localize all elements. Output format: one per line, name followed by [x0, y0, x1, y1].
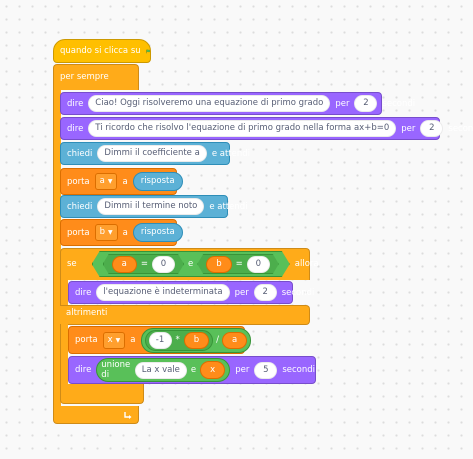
- forever-top[interactable]: per sempre: [53, 64, 139, 90]
- ask-text-input[interactable]: Dimmi il termine noto: [97, 198, 205, 215]
- loop-arrow-icon: [124, 412, 132, 419]
- join-operator[interactable]: unione di La x vale e x: [96, 358, 231, 382]
- say-for-label: per: [401, 123, 416, 134]
- then-label: allora: [294, 259, 319, 269]
- seconds-label: secondi: [382, 98, 416, 109]
- else-arm: [60, 324, 68, 384]
- set-to-label: a: [130, 335, 136, 345]
- equals-operator-a[interactable]: a = 0: [103, 254, 184, 274]
- and-label: e: [188, 259, 194, 269]
- join-label: unione di: [101, 360, 131, 380]
- seconds-input[interactable]: 5: [254, 361, 278, 379]
- say-text-input[interactable]: Ti ricordo che risolvo l'equazione di pr…: [88, 120, 397, 137]
- seconds-input[interactable]: 2: [420, 120, 444, 137]
- variable-name: b: [99, 227, 106, 237]
- variable-reporter-x[interactable]: x: [200, 361, 226, 379]
- ask-wait-label: e attendi: [211, 148, 251, 159]
- compare-value-input[interactable]: 0: [247, 256, 270, 273]
- equals-sign: =: [140, 259, 149, 269]
- chevron-down-icon: ▼: [108, 229, 113, 236]
- say-block-2[interactable]: dire Ti ricordo che risolvo l'equazione …: [60, 117, 473, 140]
- answer-reporter[interactable]: risposta: [132, 223, 183, 242]
- forever-bottom[interactable]: [53, 406, 139, 424]
- chevron-down-icon: ▼: [115, 336, 121, 344]
- equals-operator-b[interactable]: b = 0: [197, 254, 279, 274]
- say-verb: dire: [67, 123, 84, 134]
- variable-reporter-a[interactable]: a: [112, 256, 137, 273]
- ask-block-1[interactable]: chiedi Dimmi il coefficiente a e attendi: [60, 142, 250, 165]
- answer-reporter[interactable]: risposta: [132, 172, 183, 191]
- say-block-3[interactable]: dire l'equazione è indeterminata per 2 s…: [68, 281, 314, 304]
- seconds-input[interactable]: 2: [354, 95, 378, 112]
- chevron-down-icon: ▼: [107, 178, 113, 185]
- set-to-label: a: [122, 227, 128, 238]
- say-verb: dire: [75, 287, 92, 298]
- else-bar[interactable]: altrimenti: [60, 305, 310, 325]
- multiply-sign: *: [175, 335, 180, 345]
- ask-wait-label: e attendi: [209, 201, 248, 212]
- say-for-label: per: [235, 365, 250, 375]
- say-verb: dire: [75, 365, 92, 375]
- when-flag-clicked-block[interactable]: quando si clicca su: [53, 39, 151, 63]
- ask-text-input[interactable]: Dimmi il coefficiente a: [97, 145, 207, 162]
- divide-sign: /: [216, 335, 220, 345]
- and-operator[interactable]: a = 0 e b = 0: [92, 251, 290, 277]
- say-block-1[interactable]: dire Ciao! Oggi risolveremo una equazion…: [60, 92, 415, 115]
- variable-dropdown[interactable]: x▼: [102, 331, 126, 349]
- seconds-label: secondi: [281, 287, 315, 298]
- set-verb: porta: [75, 335, 98, 345]
- say-verb: dire: [67, 98, 84, 109]
- variable-name: x: [107, 334, 113, 345]
- set-variable-block-2[interactable]: porta b▼ a risposta: [60, 219, 183, 246]
- ask-verb: chiedi: [67, 148, 93, 159]
- variable-reporter-b[interactable]: b: [206, 256, 231, 273]
- ask-verb: chiedi: [67, 201, 93, 212]
- if-arm: [60, 279, 68, 305]
- hat-label: quando si clicca su: [60, 46, 141, 56]
- join-text-input[interactable]: La x vale: [134, 361, 187, 379]
- variable-dropdown[interactable]: b▼: [94, 224, 118, 241]
- variable-reporter-a[interactable]: a: [222, 331, 248, 349]
- forever-label: per sempre: [60, 72, 109, 82]
- variable-dropdown[interactable]: a▼: [94, 173, 118, 190]
- if-else-top[interactable]: se a = 0 e b = 0 allora: [60, 248, 319, 280]
- set-to-label: a: [122, 176, 128, 187]
- equals-sign: =: [235, 259, 243, 269]
- ask-block-2[interactable]: chiedi Dimmi il termine noto e attendi: [60, 195, 248, 218]
- variable-reporter-b[interactable]: b: [183, 331, 210, 349]
- say-for-label: per: [335, 98, 350, 109]
- say-text-input[interactable]: Ciao! Oggi risolveremo una equazione di …: [88, 95, 331, 112]
- else-label: altrimenti: [66, 308, 108, 318]
- green-flag-icon: [146, 49, 150, 53]
- multiply-operator[interactable]: -1 * b: [144, 329, 214, 351]
- number-input[interactable]: -1: [148, 331, 172, 349]
- forever-arm: [53, 89, 61, 407]
- seconds-input[interactable]: 2: [253, 284, 277, 301]
- if-label: se: [67, 259, 77, 269]
- set-verb: porta: [67, 227, 90, 238]
- set-verb: porta: [67, 176, 90, 187]
- set-variable-block-1[interactable]: porta a▼ a risposta: [60, 168, 183, 195]
- if-else-bottom[interactable]: [60, 384, 144, 404]
- seconds-label: secondi: [282, 365, 315, 375]
- join-and-label: e: [190, 365, 197, 375]
- compare-value-input[interactable]: 0: [152, 256, 175, 273]
- set-variable-block-3[interactable]: porta x▼ a -1 * b / a: [68, 326, 252, 354]
- say-text-input[interactable]: l'equazione è indeterminata: [96, 284, 230, 301]
- say-block-4[interactable]: dire unione di La x vale e x per 5 secon…: [68, 356, 316, 384]
- variable-name: a: [99, 176, 105, 186]
- say-for-label: per: [234, 287, 249, 298]
- divide-operator[interactable]: -1 * b / a: [140, 327, 252, 353]
- seconds-label: secondi: [448, 123, 473, 134]
